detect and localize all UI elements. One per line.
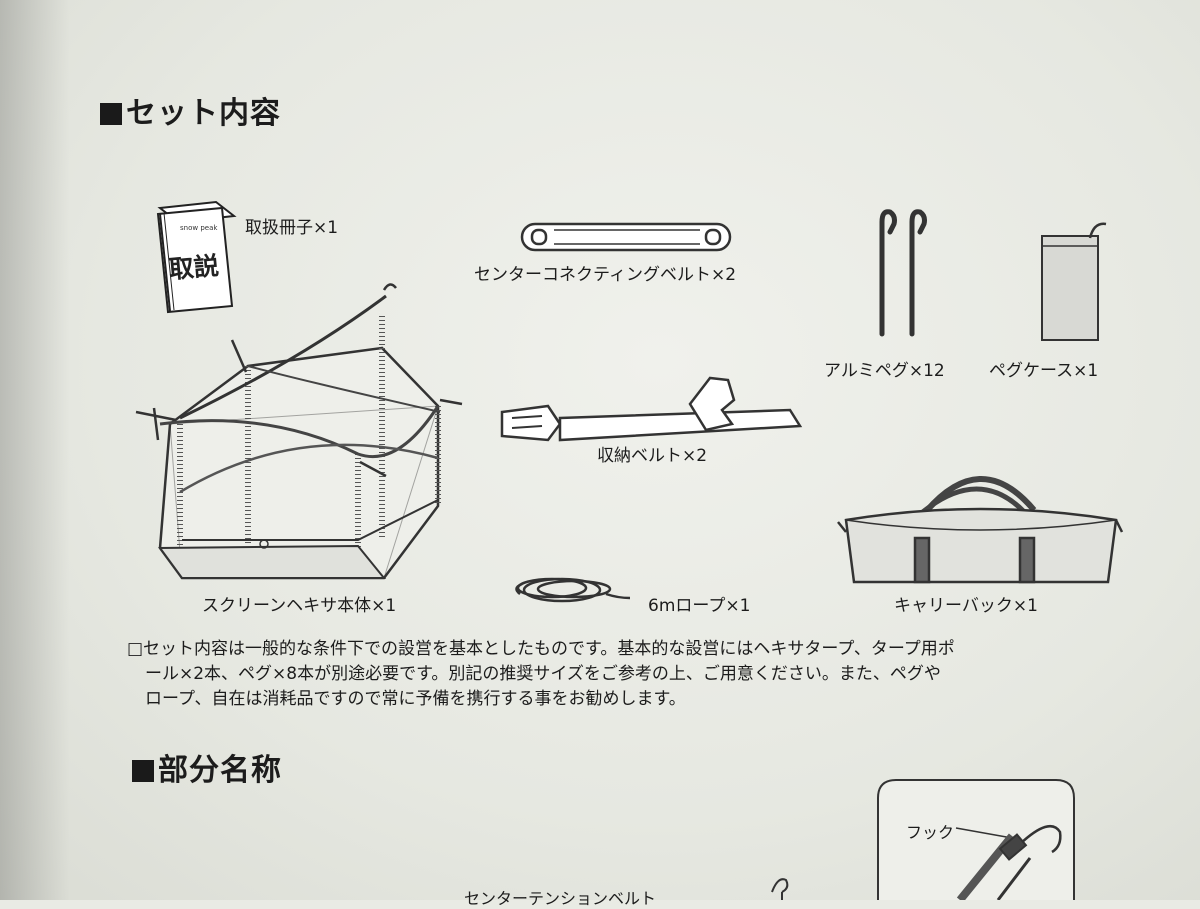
hook-detail-illustration: [771, 779, 1075, 900]
part-names-title: 部分名称: [158, 753, 282, 788]
peg-case-label: ペグケース×1: [989, 361, 1099, 381]
set-contents-heading: セット内容: [100, 88, 281, 132]
set-contents-title: セット内容: [126, 96, 281, 131]
manual-cover-text: 取説: [168, 251, 220, 284]
manual-booklet-illustration: [156, 200, 237, 314]
page-shadow: [0, 0, 70, 900]
manual-label: 取扱冊子×1: [245, 218, 339, 238]
note-line-2: ール×2本、ペグ×8本が別途必要です。別記の推奨サイズをご参考の上、ご用意くださ…: [145, 664, 941, 684]
screen-body-illustration: [135, 283, 463, 580]
set-contents-note: □セット内容は一般的な条件下での設営を基本としたものです。基本的な設営にはヘキサ…: [127, 637, 1147, 712]
storage-belt-label: 収納ベルト×2: [597, 446, 708, 466]
part-names-heading: 部分名称: [132, 745, 282, 789]
heading-square-icon: [132, 760, 154, 782]
hook-label: フック: [906, 823, 955, 842]
center-belt-illustration: [520, 222, 732, 252]
peg-case-illustration: [1041, 222, 1107, 341]
rope-label: 6mロープ×1: [648, 596, 751, 616]
carry-bag-illustration: [837, 476, 1124, 584]
storage-belt-illustration: [500, 376, 803, 442]
aluminum-peg-label: アルミペグ×12: [824, 361, 945, 381]
aluminum-peg-illustration: [879, 209, 927, 337]
note-line-3: ロープ、自在は消耗品ですので常に予備を携行する事をお勧めします。: [145, 689, 686, 709]
screen-body-label: スクリーンヘキサ本体×1: [202, 596, 397, 616]
center-belt-label: センターコネクティングベルト×2: [474, 265, 737, 285]
carry-bag-label: キャリーバック×1: [894, 596, 1038, 616]
note-line-1: □セット内容は一般的な条件下での設営を基本としたものです。基本的な設営にはヘキサ…: [127, 639, 955, 659]
rope-illustration: [515, 577, 631, 603]
heading-square-icon: [100, 103, 122, 125]
manual-brand: snow peak: [180, 224, 218, 232]
center-tension-belt-label: センターテンションベルト: [464, 889, 657, 908]
